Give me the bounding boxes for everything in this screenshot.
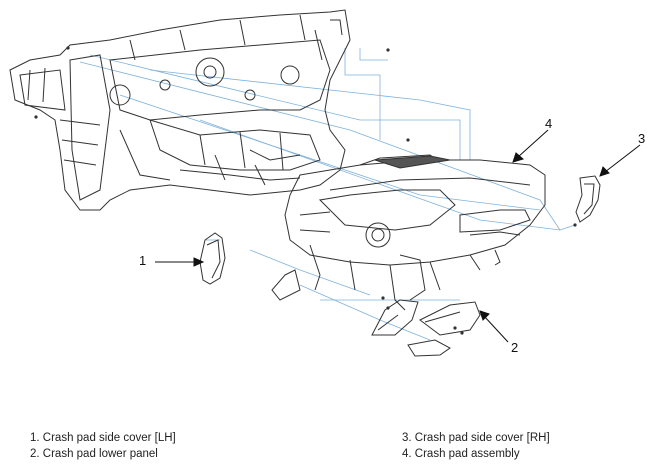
side-cover-rh-drawing bbox=[575, 175, 601, 223]
callout-4: 4 bbox=[545, 116, 553, 131]
crash-pad-assembly-drawing bbox=[271, 154, 546, 311]
vehicle-body-structure bbox=[9, 9, 351, 211]
legend-item-4: 4. Crash pad assembly bbox=[402, 448, 520, 460]
callout-2: 2 bbox=[511, 340, 519, 355]
callout-3: 3 bbox=[638, 131, 646, 146]
legend-item-2: 2. Crash pad lower panel bbox=[30, 448, 158, 460]
legend-item-1: 1. Crash pad side cover [LH] bbox=[30, 432, 176, 444]
callout-1: 1 bbox=[139, 253, 147, 268]
callout-arrows bbox=[155, 129, 641, 343]
legend-item-3: 3. Crash pad side cover [RH] bbox=[402, 432, 550, 444]
exploded-view-diagram bbox=[9, 9, 641, 357]
alignment-lines bbox=[79, 48, 576, 341]
legend-right: 3. Crash pad side cover [RH] 4. Crash pa… bbox=[402, 432, 550, 460]
side-cover-lh-drawing bbox=[199, 232, 226, 285]
lower-panel-drawing bbox=[371, 299, 481, 357]
legend-left: 1. Crash pad side cover [LH] 2. Crash pa… bbox=[30, 432, 176, 460]
